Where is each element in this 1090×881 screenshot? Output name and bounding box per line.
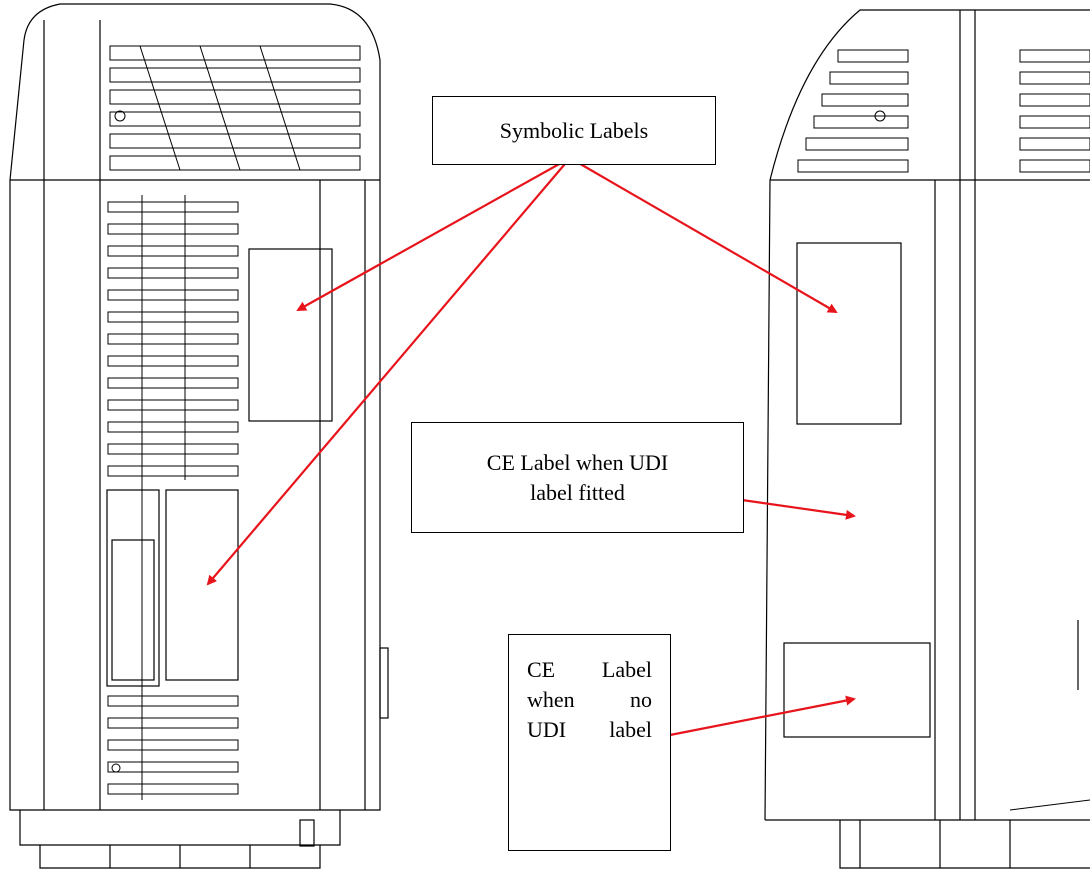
word: no: [630, 687, 652, 712]
callout-ce-label-udi-line2: label fitted: [530, 479, 625, 505]
callout-ce-label-udi-line1: CE Label when UDI: [486, 449, 669, 475]
callout-symbolic-labels: Symbolic Labels: [432, 96, 716, 165]
callout-ce-no-udi-line1: CE Label: [527, 655, 652, 685]
callout-ce-no-udi-line2: when no: [527, 685, 652, 715]
arrow-symbolic-left-lower: [206, 157, 571, 586]
arrow-symbolic-right: [569, 157, 838, 314]
word: when: [527, 687, 575, 712]
right-device: [764, 9, 1090, 869]
right-vents: [797, 49, 1090, 811]
left-vents-lower: [107, 195, 239, 800]
arrow-ce-udi: [741, 498, 856, 520]
callout-ce-label-no-udi: CE Label when no UDI label: [508, 634, 671, 851]
word: CE: [527, 657, 556, 682]
callout-ce-label-udi: CE Label when UDI label fitted: [411, 422, 744, 533]
left-device: [9, 3, 389, 869]
word: UDI: [527, 717, 567, 742]
callout-symbolic-labels-text: Symbolic Labels: [499, 117, 649, 143]
arrow-ce-no-udi: [669, 695, 856, 737]
arrow-symbolic-left-upper: [296, 157, 571, 311]
word: label: [609, 717, 652, 742]
callout-arrows: [206, 157, 856, 737]
left-vents-upper: [109, 45, 361, 171]
callout-ce-no-udi-line3: UDI label: [527, 715, 652, 745]
word: Label: [601, 657, 652, 682]
